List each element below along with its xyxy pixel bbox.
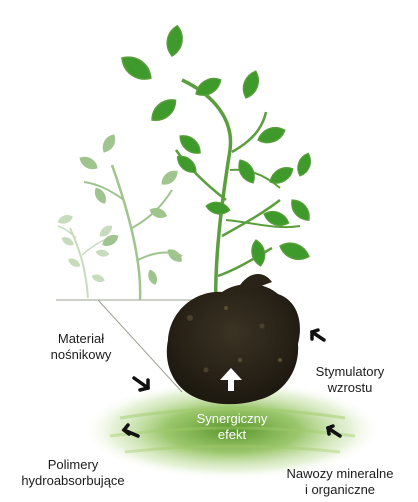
- label-line: Materiał: [57, 331, 105, 346]
- label-fertilizers: Nawozy mineralne i organiczne: [262, 466, 418, 498]
- label-line: i organiczne: [304, 482, 376, 497]
- soil-clump-icon: [166, 273, 300, 405]
- label-line: nośnikowy: [50, 347, 112, 362]
- label-line: hydroabsorbujące: [21, 473, 125, 488]
- label-line: Nawozy mineralne: [286, 466, 394, 481]
- tomato-plant-icon: [56, 212, 115, 299]
- pointer-line: [97, 299, 183, 393]
- label-line: efekt: [217, 427, 247, 442]
- label-polymers: Polimery hydroabsorbujące: [2, 457, 144, 489]
- tomato-plant-icon: [116, 23, 315, 313]
- arrow-icon: [132, 376, 150, 392]
- tomato-plant-icon: [77, 132, 185, 301]
- arrow-icon: [121, 423, 140, 438]
- label-line: wzrostu: [327, 380, 373, 395]
- label-material: Materiał nośnikowy: [26, 331, 136, 363]
- synergy-glow: [82, 380, 382, 480]
- up-arrow-icon: [220, 368, 242, 391]
- label-line: Synergiczny: [196, 411, 268, 426]
- arrow-icon: [326, 424, 342, 438]
- arrow-icon: [310, 328, 326, 342]
- label-line: Stymulatory: [315, 364, 385, 379]
- label-stimulators: Stymulatory wzrostu: [294, 364, 406, 396]
- label-line: Polimery: [47, 457, 99, 472]
- label-synergy: Synergiczny efekt: [172, 411, 292, 443]
